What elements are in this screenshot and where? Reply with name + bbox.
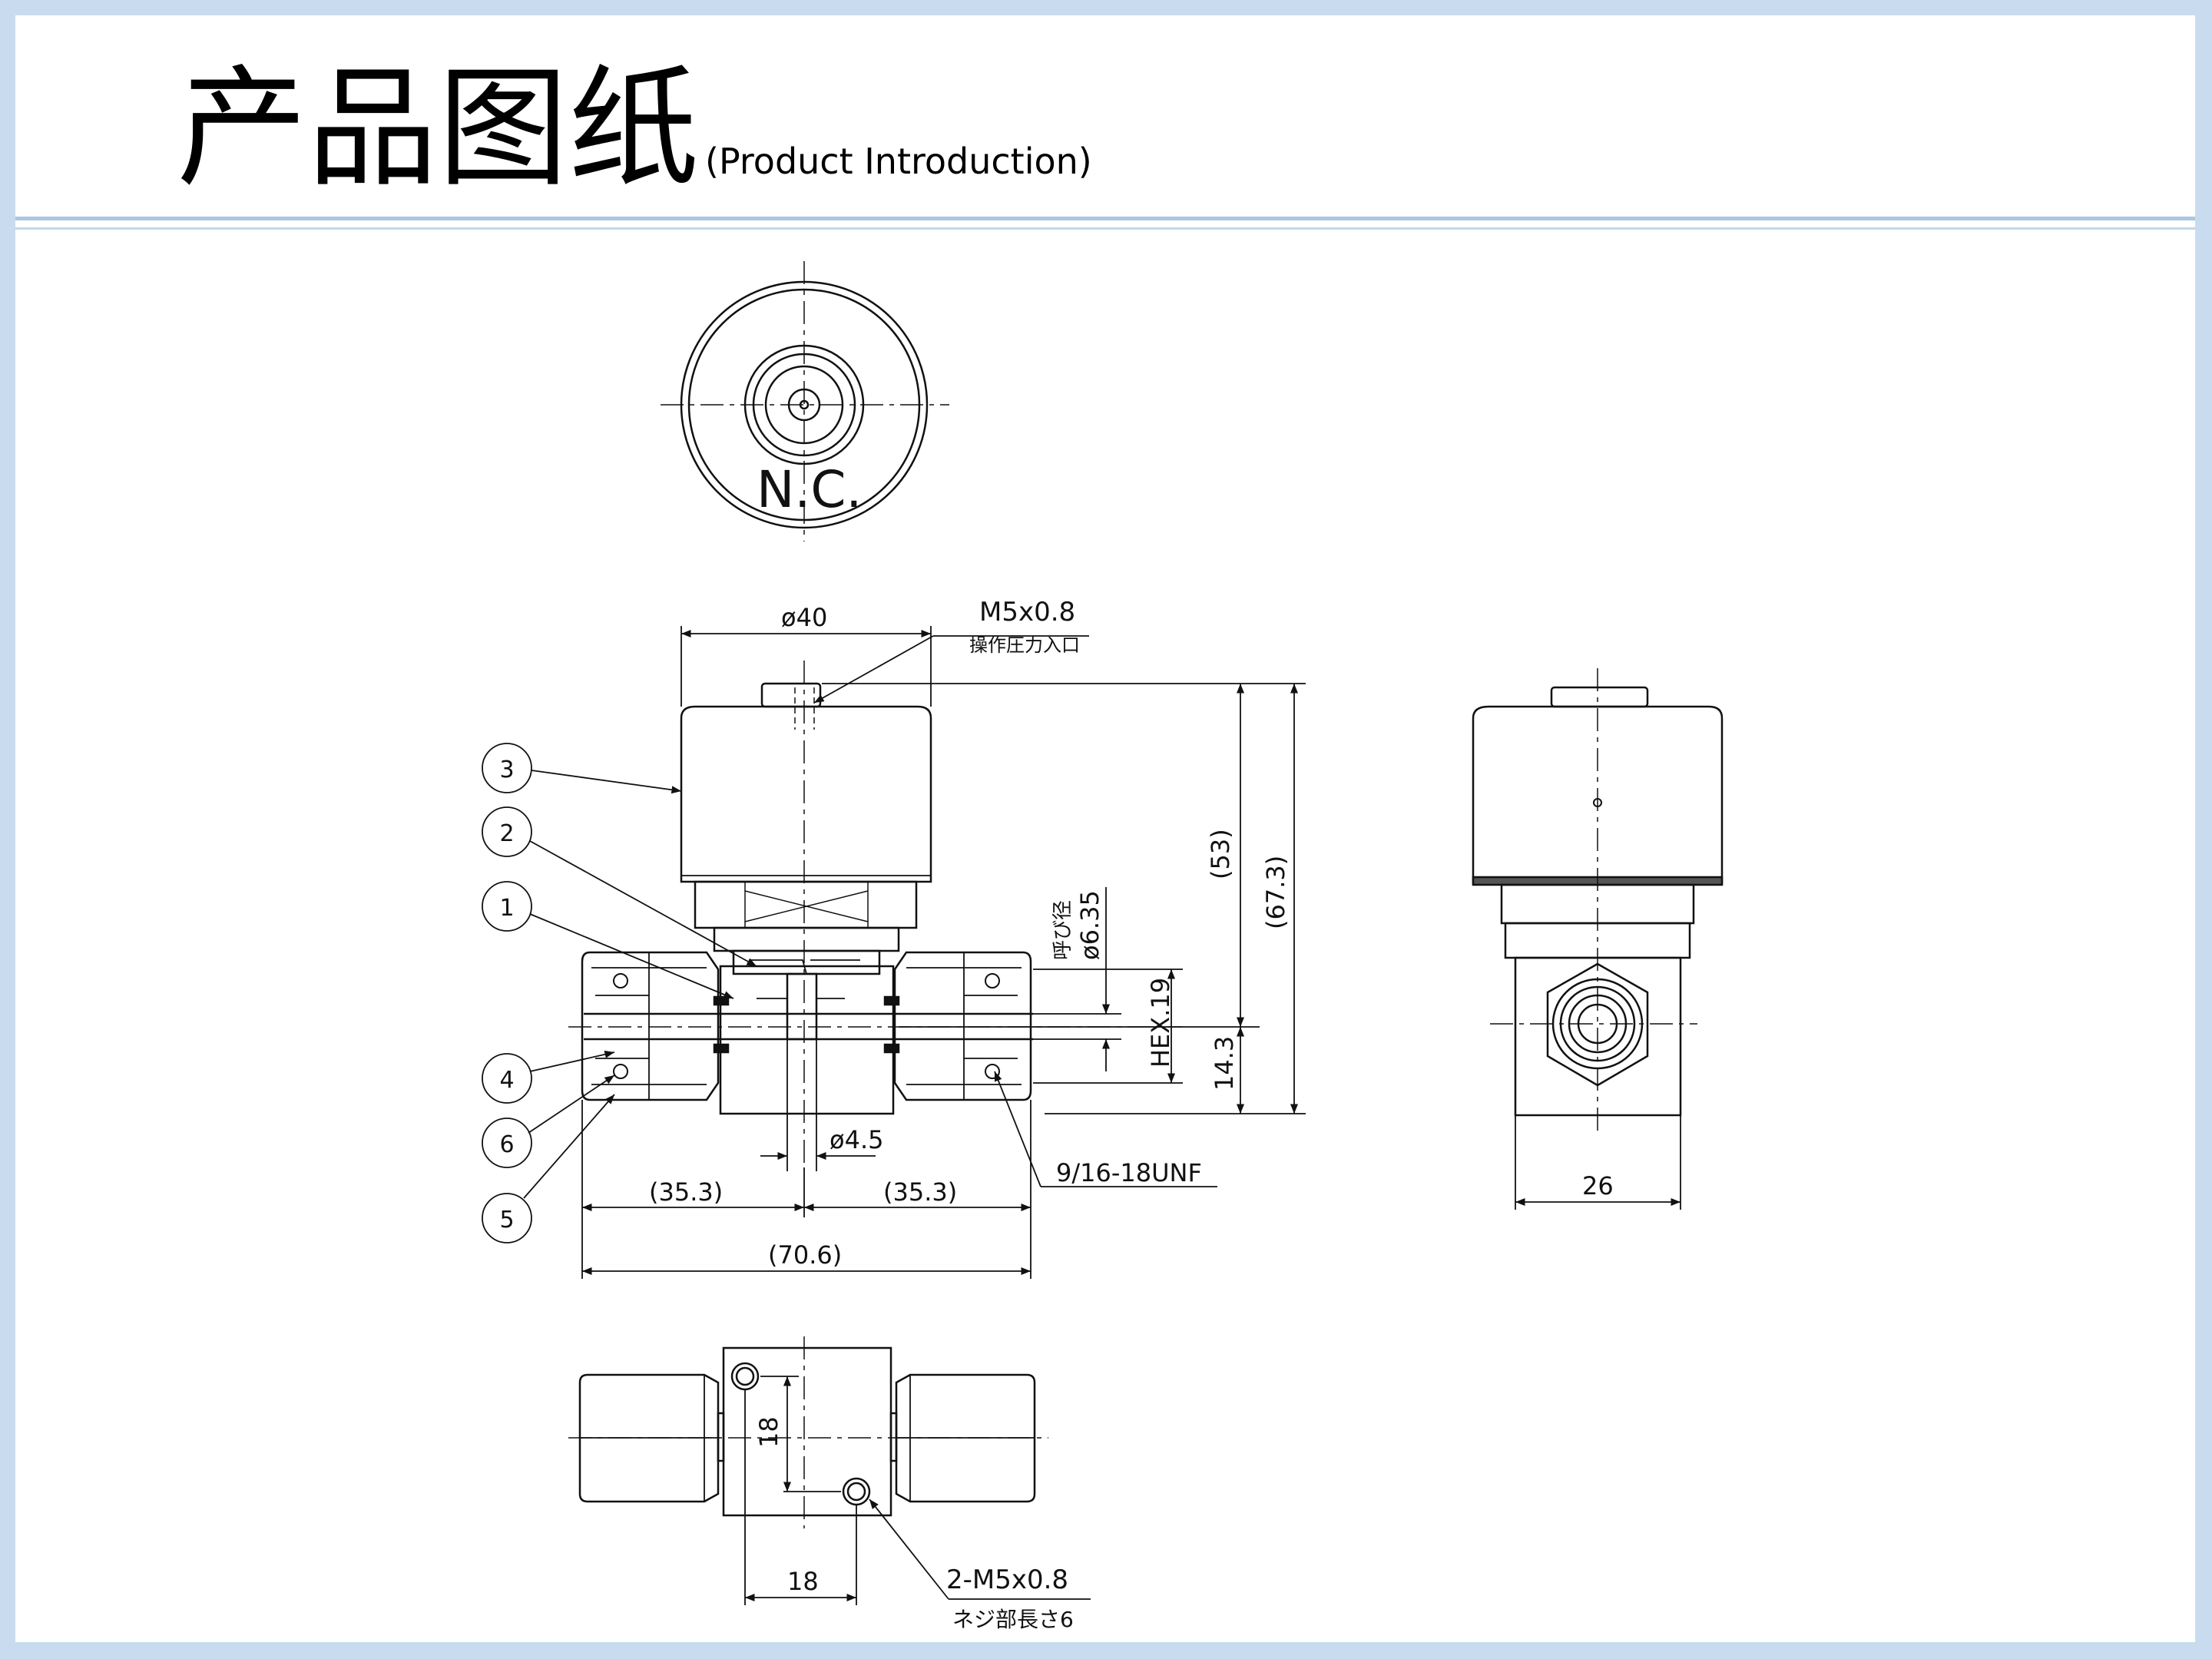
dim-thread: 9/16-18UNF bbox=[1056, 1158, 1202, 1187]
balloon-1: 1 bbox=[499, 895, 514, 922]
dim-67-3: (67.3) bbox=[1261, 856, 1290, 929]
balloon-3: 3 bbox=[499, 757, 514, 783]
dim-half-left: (35.3) bbox=[649, 1177, 723, 1207]
top-view: N.C. bbox=[661, 261, 949, 541]
balloon-5: 5 bbox=[499, 1207, 514, 1233]
bottom-view bbox=[568, 1336, 1091, 1605]
balloon-2: 2 bbox=[499, 820, 514, 847]
balloon-6: 6 bbox=[499, 1131, 514, 1158]
dim-tap-thread: 2-M5x0.8 bbox=[946, 1565, 1068, 1595]
dim-bore: ø4.5 bbox=[830, 1125, 883, 1154]
dim-side-width: 26 bbox=[1582, 1171, 1614, 1200]
dim-dia-40: ø40 bbox=[781, 603, 827, 632]
front-view-dimensions bbox=[581, 626, 1306, 1279]
tap-note: ネジ部長さ6 bbox=[952, 1607, 1074, 1632]
header-divider-thin bbox=[15, 227, 2195, 230]
front-view bbox=[568, 661, 1183, 1167]
nominal-label: 呼び径 bbox=[1051, 900, 1075, 960]
dim-total: (70.6) bbox=[768, 1240, 842, 1270]
dim-hex: HEX.19 bbox=[1146, 978, 1175, 1068]
dim-tube-dia: ø6.35 bbox=[1075, 890, 1104, 960]
port-note: 操作圧力入口 bbox=[969, 634, 1080, 656]
slide: 产品图纸(Product Introduction) bbox=[15, 15, 2195, 1642]
nc-mark: N.C. bbox=[757, 460, 862, 519]
dim-port-thread: M5x0.8 bbox=[979, 597, 1075, 628]
side-view bbox=[1472, 668, 1724, 1210]
dim-14-3: 14.3 bbox=[1210, 1036, 1239, 1091]
title-chinese: 产品图纸 bbox=[177, 53, 700, 205]
dim-bottom-horizontal: 18 bbox=[787, 1567, 819, 1596]
page-title: 产品图纸(Product Introduction) bbox=[177, 52, 1092, 206]
part-balloons bbox=[482, 743, 757, 1243]
dim-half-right: (35.3) bbox=[883, 1177, 957, 1207]
balloon-4: 4 bbox=[499, 1067, 514, 1094]
title-english: (Product Introduction) bbox=[705, 141, 1092, 182]
header-divider bbox=[15, 217, 2195, 220]
dim-bottom-vertical: 18 bbox=[754, 1416, 783, 1448]
dim-53: (53) bbox=[1206, 829, 1235, 879]
